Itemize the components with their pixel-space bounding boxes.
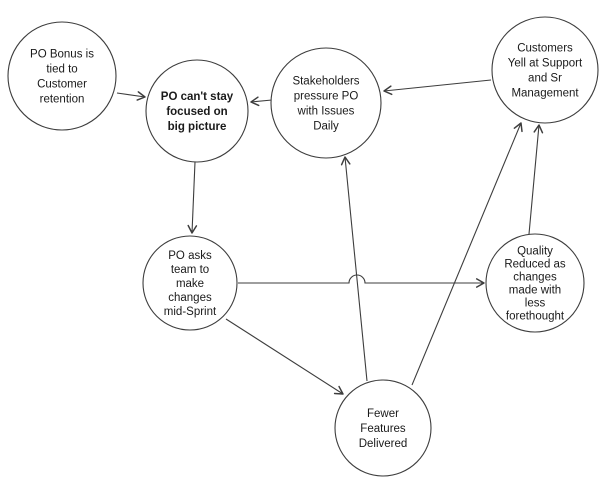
edge-stakeholders-to-po-cant-focus bbox=[250, 96, 273, 107]
edges-layer bbox=[116, 79, 544, 395]
edge-po-bonus-to-po-cant-focus bbox=[116, 91, 146, 101]
edge-fewer-features-to-stakeholders bbox=[340, 156, 368, 382]
edge-quality-reduced-to-customers bbox=[528, 124, 544, 235]
edge-po-asks-team-to-fewer-features bbox=[225, 318, 344, 395]
edge-customers-to-stakeholders bbox=[383, 79, 492, 96]
edge-po-cant-focus-to-po-asks-team bbox=[187, 161, 198, 234]
node-circle-po-bonus bbox=[7, 21, 117, 131]
node-circle-quality-reduced bbox=[485, 233, 585, 333]
node-circle-po-cant-focus bbox=[145, 59, 249, 163]
node-circle-po-asks-team bbox=[142, 235, 238, 331]
edge-po-asks-team-to-quality-reduced bbox=[238, 274, 485, 288]
node-circle-fewer-features bbox=[334, 379, 432, 477]
node-circle-stakeholders bbox=[270, 47, 382, 159]
node-circle-customers bbox=[491, 16, 599, 124]
edge-fewer-features-to-customers bbox=[411, 122, 523, 386]
